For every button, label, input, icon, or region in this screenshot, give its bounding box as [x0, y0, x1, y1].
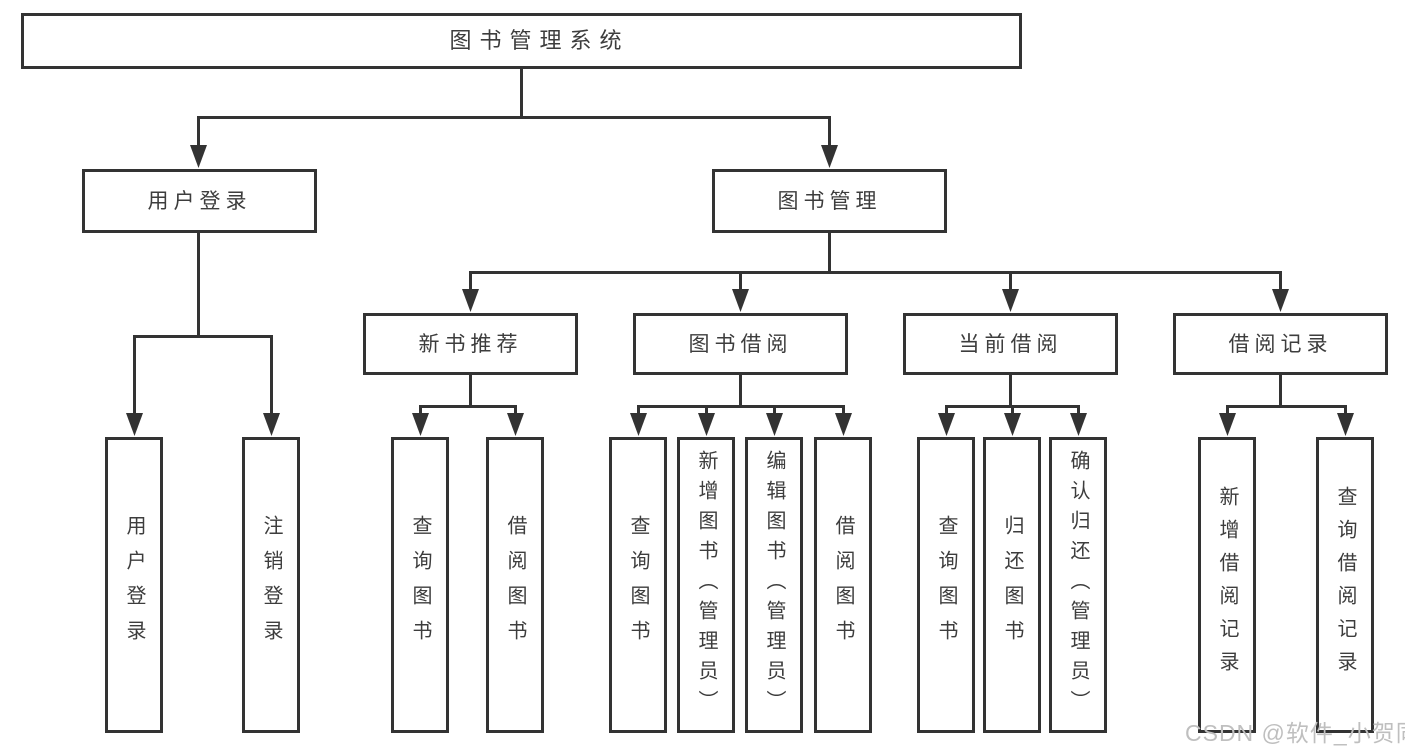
leaf-borrowing-edit-books-admin-label: 编辑图书（管理员） [763, 450, 785, 720]
leaf-recommend-query-books-label: 查询图书 [409, 515, 431, 655]
leaf-logout-login-label: 注销登录 [260, 515, 282, 655]
node-borrow-records-label: 借阅记录 [1228, 332, 1333, 356]
leaf-current-confirm-return-admin: 确认归还（管理员） [1049, 437, 1107, 733]
root-node-label: 图书管理系统 [449, 28, 630, 53]
leaf-recommend-query-books: 查询图书 [391, 437, 449, 733]
leaf-records-add-borrow-record: 新增借阅记录 [1198, 437, 1256, 733]
leaf-borrowing-add-books-admin: 新增图书（管理员） [677, 437, 735, 733]
leaf-borrowing-edit-books-admin: 编辑图书（管理员） [745, 437, 803, 733]
leaf-records-query-borrow-record: 查询借阅记录 [1316, 437, 1374, 733]
leaf-borrowing-query-books-label: 查询图书 [627, 515, 649, 655]
leaf-current-return-books: 归还图书 [983, 437, 1041, 733]
leaf-current-confirm-return-admin-label: 确认归还（管理员） [1067, 450, 1089, 720]
node-current-borrowing-label: 当前借阅 [958, 332, 1063, 356]
node-user-login: 用户登录 [82, 169, 317, 233]
node-user-login-label: 用户登录 [147, 189, 252, 213]
node-book-borrowing: 图书借阅 [633, 313, 848, 375]
node-book-management-label: 图书管理 [777, 189, 882, 213]
node-new-book-recommend-label: 新书推荐 [418, 332, 523, 356]
node-book-borrowing-label: 图书借阅 [688, 332, 793, 356]
leaf-borrowing-query-books: 查询图书 [609, 437, 667, 733]
leaf-user-login: 用户登录 [105, 437, 163, 733]
leaf-recommend-borrow-books: 借阅图书 [486, 437, 544, 733]
csdn-watermark: CSDN @软件_小贺同学 [1185, 720, 1405, 746]
leaf-records-query-borrow-record-label: 查询借阅记录 [1334, 486, 1356, 684]
root-node-library-management-system: 图书管理系统 [21, 13, 1022, 69]
node-borrow-records: 借阅记录 [1173, 313, 1388, 375]
node-current-borrowing: 当前借阅 [903, 313, 1118, 375]
connector-lines [133, 69, 1347, 415]
leaf-records-add-borrow-record-label: 新增借阅记录 [1216, 486, 1238, 684]
leaf-logout-login: 注销登录 [242, 437, 300, 733]
node-book-management: 图书管理 [712, 169, 947, 233]
leaf-borrowing-borrow-books-label: 借阅图书 [832, 515, 854, 655]
leaf-current-return-books-label: 归还图书 [1001, 515, 1023, 655]
leaf-borrowing-add-books-admin-label: 新增图书（管理员） [695, 450, 717, 720]
leaf-recommend-borrow-books-label: 借阅图书 [504, 515, 526, 655]
leaf-current-query-books-label: 查询图书 [935, 515, 957, 655]
leaf-user-login-label: 用户登录 [123, 515, 145, 655]
node-new-book-recommend: 新书推荐 [363, 313, 578, 375]
leaf-borrowing-borrow-books: 借阅图书 [814, 437, 872, 733]
leaf-current-query-books: 查询图书 [917, 437, 975, 733]
arrowheads [126, 145, 1354, 436]
